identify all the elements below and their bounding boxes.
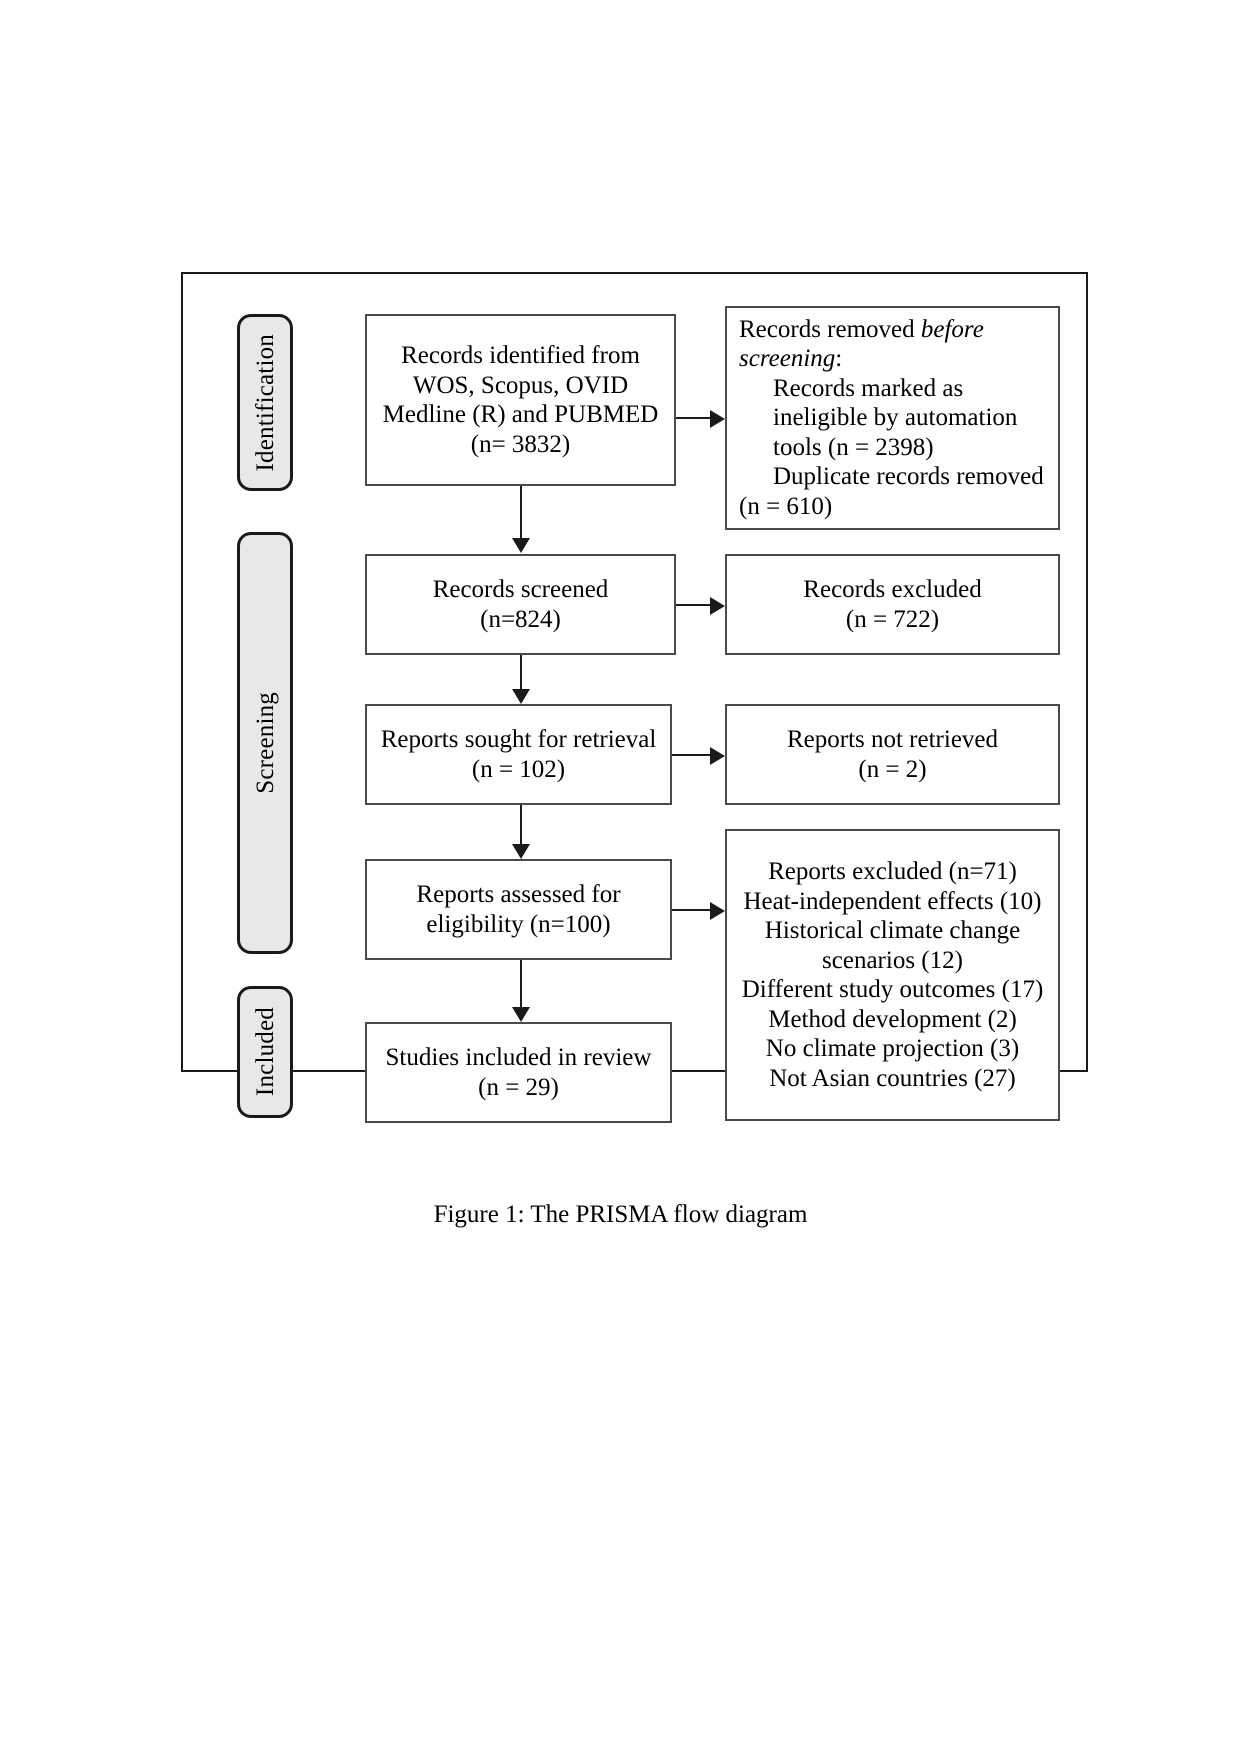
box-line: Records marked as: [773, 374, 964, 402]
arrowhead-assessed-to-included: [512, 1007, 530, 1022]
arrowhead-screened-to-excluded: [710, 597, 725, 615]
stage-label-screening: Screening: [237, 532, 293, 954]
box-line: Historical climate change: [764, 917, 1021, 944]
box-title-colon: :: [835, 345, 843, 373]
box-line: Different study outcomes (17): [741, 976, 1044, 1003]
box-line: Duplicate records removed: [773, 463, 1044, 491]
box-line: ineligible by automation: [773, 404, 1018, 432]
box-title-line2: screening:: [739, 344, 1050, 374]
connector-screened-to-sought: [520, 655, 522, 689]
box-line: (n = 722): [845, 605, 940, 633]
box-title-italic2: screening: [739, 345, 836, 373]
box-line: Reports excluded (n=71): [768, 858, 1017, 885]
box-line: (n = 102): [471, 755, 566, 783]
stage-label-identification: Identification: [237, 314, 293, 491]
box-line: No climate projection (3): [765, 1035, 1020, 1062]
box-line: (n= 3832): [470, 430, 571, 458]
arrowhead-identified-to-screened: [512, 538, 530, 553]
box-reports-assessed: Reports assessed for eligibility (n=100): [365, 859, 672, 960]
box-line: tools (n = 2398): [773, 433, 934, 461]
box-records-removed: Records removed before screening: Record…: [725, 306, 1060, 530]
box-line: Method development (2): [768, 1005, 1017, 1033]
box-line: Reports sought for retrieval: [380, 726, 657, 753]
box-line: (n = 29): [478, 1073, 559, 1101]
connector-assessed-to-reportsexcluded: [672, 909, 710, 911]
box-line: (n=824): [480, 605, 561, 633]
box-line: Heat-independent effects (10): [743, 887, 1042, 915]
box-reports-excluded-reasons: Reports excluded (n=71) Heat-independent…: [725, 829, 1060, 1121]
arrowhead-identified-to-removed: [710, 410, 725, 428]
connector-sought-to-assessed: [520, 805, 522, 844]
stage-label-identification-text: Identification: [251, 333, 279, 472]
box-line: eligibility (n=100): [426, 910, 611, 938]
connector-identified-to-screened: [520, 486, 522, 538]
arrowhead-sought-to-assessed: [512, 844, 530, 859]
arrowhead-sought-to-notretrieved: [710, 747, 725, 765]
box-line: (n = 2): [858, 755, 927, 783]
stage-label-screening-text: Screening: [251, 692, 279, 794]
connector-screened-to-excluded: [676, 604, 710, 606]
box-title-plain: Records removed: [739, 315, 921, 343]
connector-sought-to-notretrieved: [672, 754, 710, 756]
box-line: scenarios (12): [822, 946, 963, 974]
box-line: Records identified from: [401, 342, 640, 369]
box-reports-sought: Reports sought for retrieval (n = 102): [365, 704, 672, 805]
box-records-excluded: Records excluded (n = 722): [725, 554, 1060, 655]
box-records-identified: Records identified from WOS, Scopus, OVI…: [365, 314, 676, 486]
box-line: WOS, Scopus, OVID: [412, 371, 629, 399]
box-line: Records excluded: [803, 576, 982, 603]
box-line: Not Asian countries (27): [769, 1064, 1016, 1092]
box-line: Medline (R) and PUBMED: [382, 401, 659, 428]
box-line: Records screened: [432, 576, 609, 603]
box-records-screened: Records screened (n=824): [365, 554, 676, 655]
arrowhead-assessed-to-reportsexcluded: [710, 902, 725, 920]
box-title-italic: before: [920, 315, 984, 343]
box-reports-not-retrieved: Reports not retrieved (n = 2): [725, 704, 1060, 805]
connector-identified-to-removed: [676, 417, 710, 419]
box-title-line: Records removed before: [739, 315, 1050, 345]
arrowhead-screened-to-sought: [512, 689, 530, 704]
figure-caption: Figure 1: The PRISMA flow diagram: [433, 1201, 808, 1228]
box-studies-included: Studies included in review (n = 29): [365, 1022, 672, 1123]
connector-assessed-to-included: [520, 960, 522, 1007]
stage-label-included-text: Included: [251, 1007, 279, 1097]
box-line: Reports not retrieved: [786, 726, 999, 753]
box-line: Studies included in review: [385, 1044, 652, 1071]
box-line: (n = 610): [739, 492, 833, 520]
stage-label-included: Included: [237, 986, 293, 1118]
box-line: Reports assessed for: [416, 881, 621, 908]
